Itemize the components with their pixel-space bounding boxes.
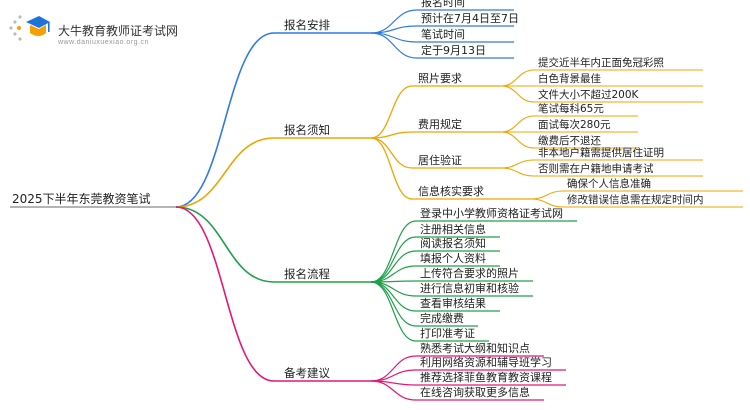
group-connector — [370, 137, 413, 200]
leaf-node: 笔试时间 — [421, 27, 465, 41]
branch-node: 报名安排 — [284, 18, 330, 32]
leaf-node: 文件大小不超过200K — [538, 88, 640, 101]
leaf-node: 笔试每科65元 — [538, 102, 604, 115]
leaf-connector — [500, 159, 535, 169]
mind-map-edges — [10, 9, 743, 401]
branch-connector — [175, 32, 275, 208]
group-node: 费用规定 — [418, 117, 462, 131]
leaf-node: 缴费后不退还 — [538, 134, 601, 147]
leaf-connector — [500, 115, 535, 133]
leaf-node: 确保个人信息准确 — [567, 177, 651, 190]
brand-logo: 大牛教育教师证考试网 www.daniuxuexiao.org.cn — [6, 8, 216, 48]
leaf-node: 定于9月13日 — [421, 43, 486, 57]
group-node: 信息核实要求 — [418, 184, 484, 198]
leaf-connector — [370, 236, 417, 283]
leaf-node: 面试每次280元 — [538, 118, 611, 131]
leaf-connector — [370, 281, 417, 312]
branch-connector — [175, 137, 275, 208]
leaf-node: 进行信息初审和核验 — [420, 281, 519, 295]
leaf-connector — [370, 380, 417, 401]
leaf-node: 报名时间 — [421, 0, 465, 9]
logo-title: 大牛教育教师证考试网 — [58, 24, 179, 38]
branch-node: 报名须知 — [284, 123, 330, 137]
leaf-node: 填报个人资料 — [420, 251, 486, 265]
leaf-node: 非本地户籍需提供居住证明 — [538, 146, 664, 159]
leaf-node: 熟悉考试大纲和知识点 — [420, 341, 530, 355]
leaf-node: 白色背景最佳 — [538, 72, 601, 85]
group-node: 照片要求 — [418, 72, 462, 85]
group-node: 居住验证 — [418, 153, 462, 167]
graduation-cap-icon — [9, 15, 50, 41]
leaf-node: 推荐选择菲鱼教育教资课程 — [420, 370, 552, 384]
branch-connector — [175, 206, 275, 382]
leaf-node: 修改错误信息需在规定时间内 — [567, 193, 704, 206]
leaf-node: 登录中小学教师资格证考试网 — [420, 206, 563, 220]
leaf-node: 否则需在户籍地申请考试 — [538, 162, 654, 175]
leaf-connector — [370, 32, 418, 59]
group-connector — [370, 131, 413, 139]
branch-node: 报名流程 — [284, 267, 330, 281]
leaf-node: 预计在7月4日至7日 — [421, 12, 519, 25]
leaf-node: 阅读报名须知 — [420, 236, 486, 250]
leaf-node: 在线咨询获取更多信息 — [420, 385, 530, 399]
leaf-node: 查看审核结果 — [420, 296, 486, 310]
leaf-connector — [500, 167, 535, 177]
leaf-connector — [370, 355, 417, 382]
branch-node: 备考建议 — [284, 366, 330, 380]
mind-map-nodes: 2025下半年东莞教资笔试 报名安排 报名时间预计在7月4日至7日笔试时间定于9月1… — [12, 0, 704, 399]
leaf-connector — [500, 131, 535, 149]
leaf-connector — [370, 281, 417, 342]
leaf-connector — [530, 190, 564, 200]
root-node: 2025下半年东莞教资笔试 — [12, 191, 151, 206]
leaf-node: 提交近半年内正面免冠彩照 — [538, 56, 664, 69]
group-connector — [370, 85, 413, 139]
leaf-connector — [370, 369, 417, 382]
leaf-connector — [500, 69, 535, 87]
branch-connector — [175, 206, 275, 283]
leaf-node: 利用网络资源和辅导班学习 — [420, 355, 552, 369]
logo-url: www.daniuxuexiao.org.cn — [58, 39, 149, 46]
leaf-node: 上传符合要求的照片 — [420, 266, 519, 280]
leaf-node: 完成缴费 — [420, 311, 464, 325]
group-connector — [370, 137, 413, 169]
leaf-node: 打印准考证 — [420, 326, 475, 340]
leaf-node: 注册相关信息 — [420, 222, 486, 236]
leaf-connector — [530, 198, 564, 208]
leaf-connector — [500, 85, 535, 103]
